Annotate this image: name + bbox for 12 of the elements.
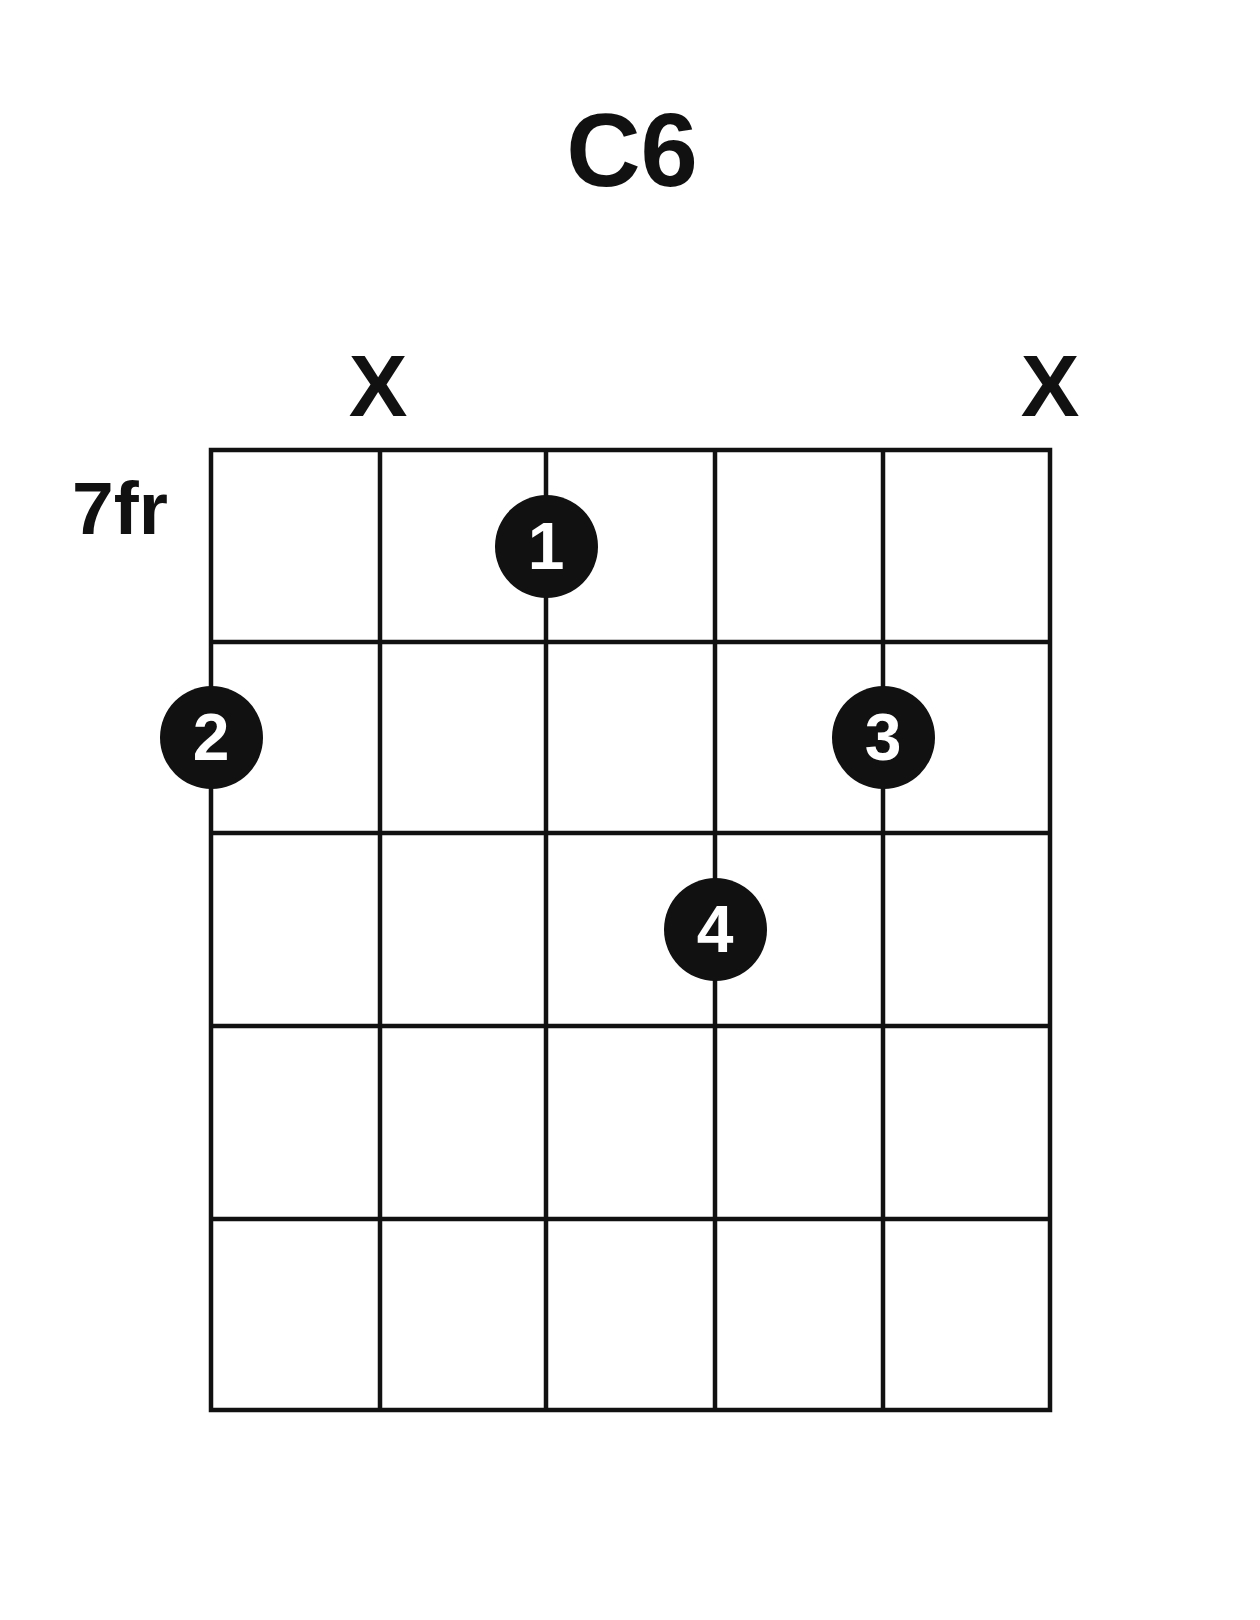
muted-string-mark: X [348, 342, 408, 430]
finger-dot [494, 494, 598, 598]
finger-number: 3 [864, 704, 902, 770]
chord-title: C6 [566, 98, 698, 202]
muted-string-mark: X [1020, 342, 1080, 430]
finger-number: 4 [696, 896, 734, 962]
finger-dot [159, 685, 263, 789]
finger-number: 1 [527, 513, 565, 579]
finger-number: 2 [192, 704, 230, 770]
finger-dot [663, 877, 767, 981]
finger-dot [831, 685, 935, 789]
fret-number-label: 7fr [72, 470, 168, 546]
